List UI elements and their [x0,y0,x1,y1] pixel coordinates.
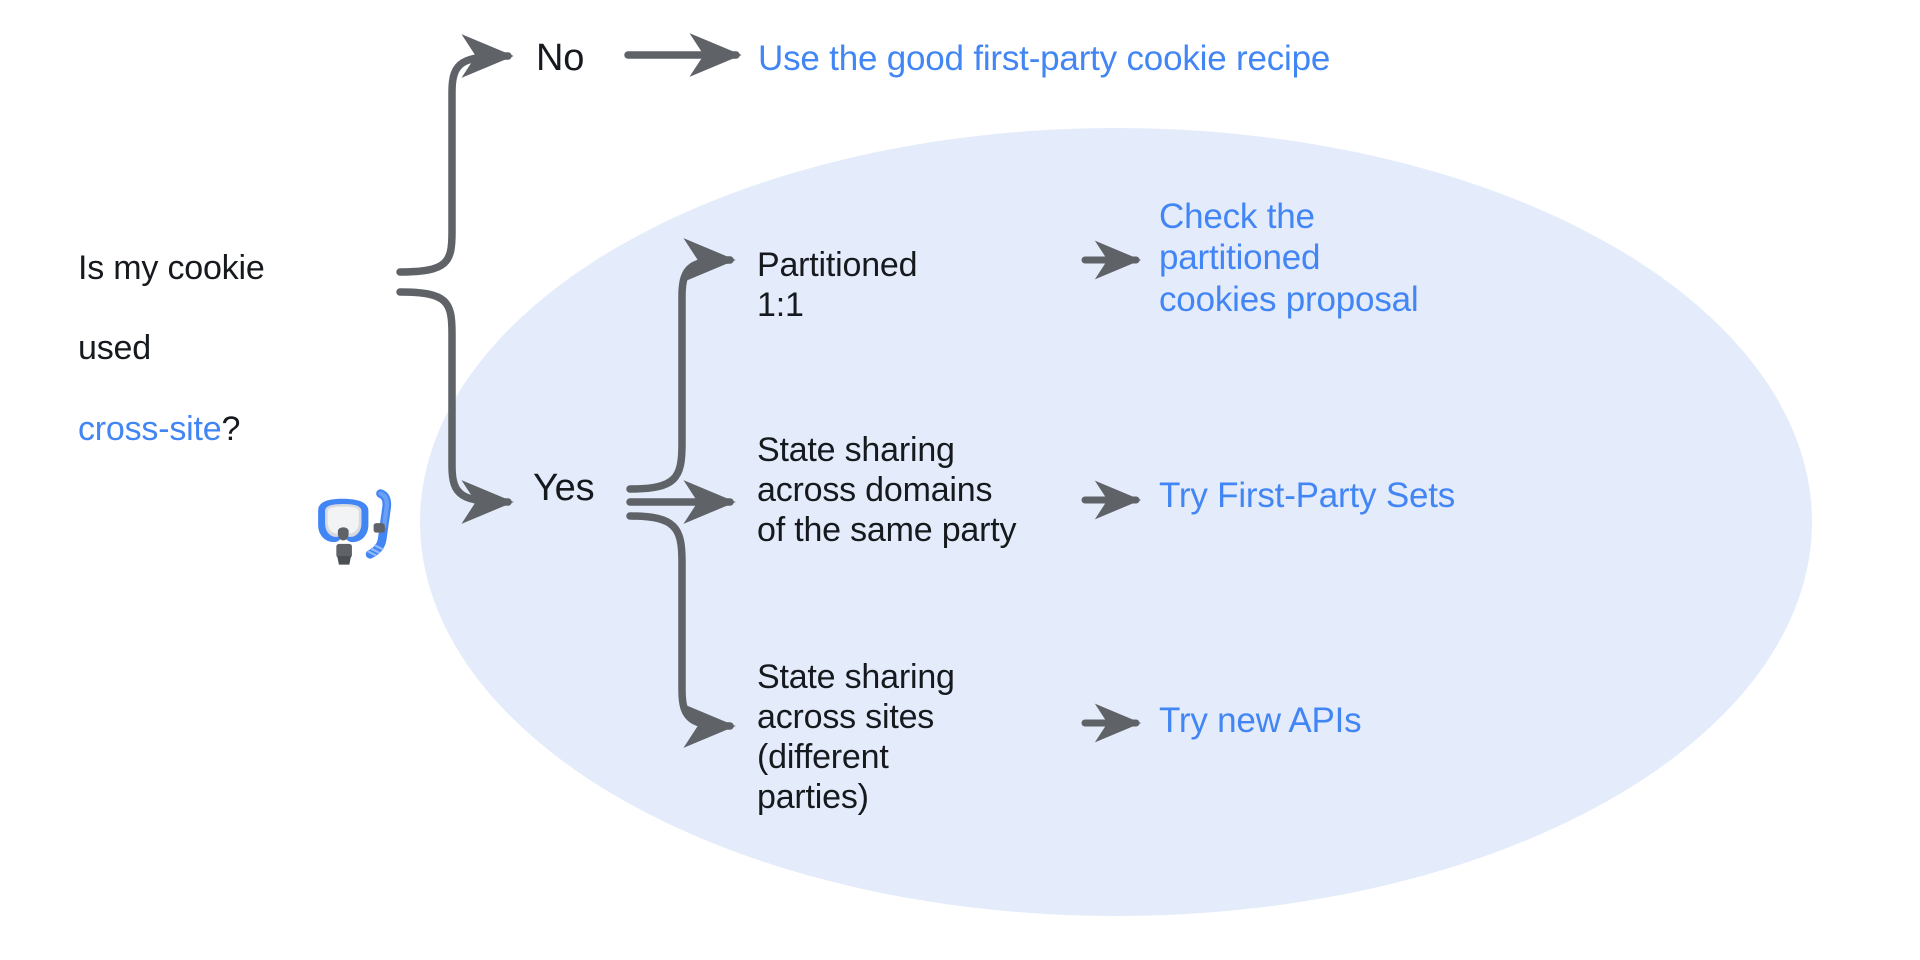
option-state-sharing-sites: State sharing across sites (different pa… [757,658,955,817]
root-question-line1: Is my cookie [78,249,265,288]
branch-label-no: No [536,37,585,79]
root-question-keyword[interactable]: cross-site [78,409,222,448]
highlight-ellipse [420,128,1812,916]
link-try-first-party-sets[interactable]: Try First-Party Sets [1159,476,1456,515]
option-state-sharing-domains: State sharing across domains of the same… [757,431,1017,550]
connector-root-to-no [396,34,514,276]
root-question-line2: used [78,329,151,368]
diving-mask-icon [318,489,392,565]
link-try-new-apis[interactable]: Try new APIs [1159,701,1362,740]
root-question-suffix: ? [221,409,241,448]
link-partitioned-cookies-proposal[interactable]: Check the partitioned cookies proposal [1159,197,1419,319]
branch-label-yes: Yes [533,467,595,509]
option-partitioned: Partitioned 1:1 [757,246,918,325]
root-question: Is my cookie used cross-site? [78,208,378,449]
link-first-party-cookie-recipe[interactable]: Use the good first-party cookie recipe [758,39,1331,78]
